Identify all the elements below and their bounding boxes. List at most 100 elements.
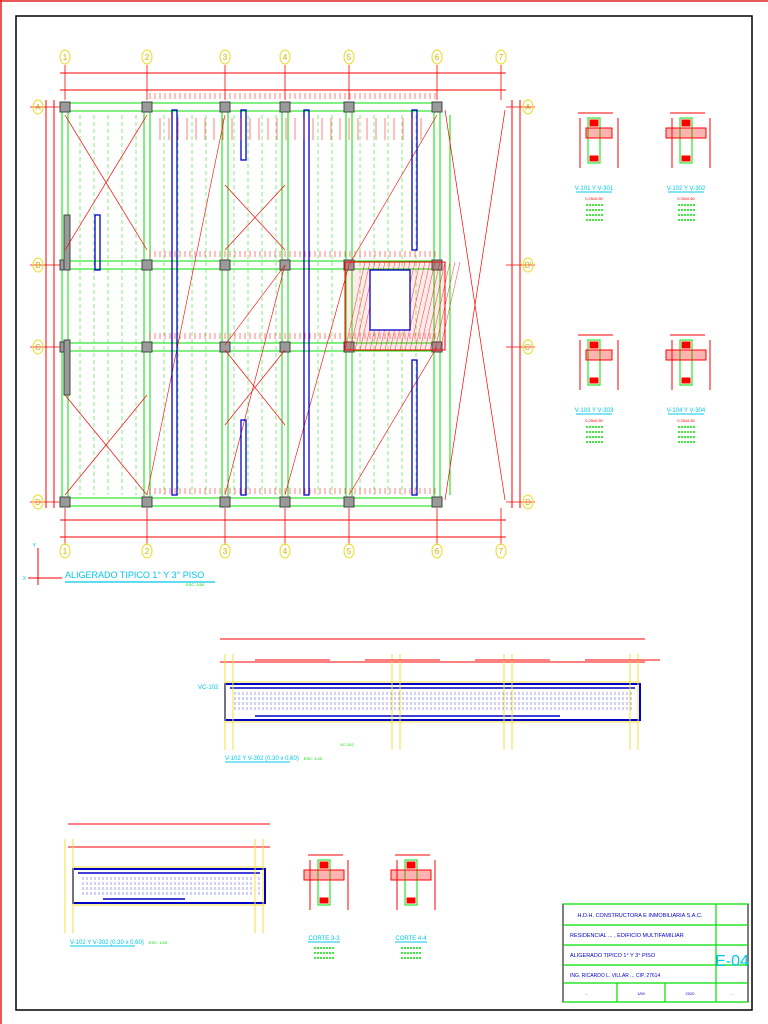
hatch-line xyxy=(404,261,426,351)
section-size: 0.30x0.60 xyxy=(677,196,695,201)
slab-diagonal xyxy=(224,264,286,346)
grid-bubble xyxy=(279,543,291,559)
column xyxy=(59,496,71,508)
grid-label-column: 7 xyxy=(499,53,504,62)
column xyxy=(279,101,291,113)
grid-label-column: 3 xyxy=(223,53,228,62)
beam-elevation xyxy=(72,868,266,904)
grid-label-column: 5 xyxy=(347,53,352,62)
drawing-frame xyxy=(15,15,753,1011)
grid-label-column: 5 xyxy=(347,547,352,556)
grid-bubble xyxy=(219,49,231,65)
column xyxy=(59,101,71,113)
grid-bubble xyxy=(522,339,534,355)
sheet-code: ... xyxy=(730,991,733,996)
void-diagonal xyxy=(444,109,506,501)
elevation-scale: ESC. 1/25 xyxy=(304,756,323,761)
sheet-title: ALIGERADO TIPICO 1° Y 3° PISO xyxy=(570,953,656,959)
grid-bubble xyxy=(431,49,443,65)
reinforcement-bar xyxy=(240,109,247,161)
grid-label-row: C xyxy=(35,343,41,352)
slab-diagonal xyxy=(224,264,286,496)
bottom-rebar xyxy=(589,377,599,384)
bottom-rebar xyxy=(319,897,329,904)
column xyxy=(219,341,231,353)
project-name: RESIDENCIAL ... , EDIFICIO MULTIFAMILIAR xyxy=(570,933,684,939)
elevation-title: V-102 Y V-302 (0.30 x 0.60) xyxy=(70,940,144,946)
beam-section-2: V-102 Y V-302 0.30x0.60 xyxy=(665,112,711,221)
column xyxy=(343,101,355,113)
reference-beam: VC-102 xyxy=(198,685,219,691)
axis-x-label: X xyxy=(23,576,27,582)
engineer-name: ING. RICARDO L. VILLAR ... CIP. 27614 xyxy=(570,973,660,979)
void-diagonal xyxy=(64,114,148,251)
grid-bubble xyxy=(495,49,507,65)
reinforcement-bar xyxy=(171,109,178,496)
slab-diagonal xyxy=(146,114,226,496)
slab-diagonal xyxy=(348,346,438,496)
grid-bubble xyxy=(59,543,71,559)
beam-section xyxy=(587,117,601,164)
company-name: H.D.H. CONSTRUCTORA E INMOBILIARIA S.A.C… xyxy=(578,913,703,919)
top-rebar xyxy=(589,119,599,127)
grid-bubble xyxy=(343,543,355,559)
column xyxy=(219,101,231,113)
elevator-opening xyxy=(369,269,411,331)
grid-bubble xyxy=(522,257,534,273)
grid-label-row: D xyxy=(525,498,531,507)
top-rebar xyxy=(319,861,329,869)
bottom-rebar xyxy=(681,377,691,384)
column xyxy=(431,496,443,508)
grid-label-column: 6 xyxy=(435,53,440,62)
section-title: V-102 Y V-302 xyxy=(667,186,706,192)
section-title: V-103 Y V-303 xyxy=(575,408,614,414)
elevation-title: V-102 Y V-302 (0.30 x 0.60) xyxy=(225,756,299,762)
grid-bubble xyxy=(32,99,44,115)
grid-label-column: 2 xyxy=(145,547,150,556)
elevation-scale: ESC. 1/25 xyxy=(149,940,168,945)
grid-bubble xyxy=(32,494,44,510)
slab-section xyxy=(303,869,345,881)
grid-bubble xyxy=(495,543,507,559)
grid-label-column: 4 xyxy=(283,53,288,62)
grid-bubble xyxy=(141,49,153,65)
reinforcement-bar xyxy=(411,109,418,251)
hatch-line xyxy=(429,261,451,351)
grid-label-row: A xyxy=(525,103,531,112)
slab-section xyxy=(585,349,613,361)
title-block: H.D.H. CONSTRUCTORA E INMOBILIARIA S.A.C… xyxy=(562,903,749,1003)
column xyxy=(141,259,153,271)
column xyxy=(343,341,355,353)
slab-section xyxy=(665,127,707,139)
grid-bubble xyxy=(141,543,153,559)
grid-bubble xyxy=(343,49,355,65)
column xyxy=(431,101,443,113)
shear-wall xyxy=(63,339,71,396)
scale-value: 1/50 xyxy=(637,991,646,996)
grid-label-column: 1 xyxy=(63,53,68,62)
slab-section xyxy=(390,869,432,881)
column xyxy=(279,341,291,353)
shear-wall xyxy=(63,214,71,271)
slab-section xyxy=(585,127,613,139)
section-size: 0.25x0.50 xyxy=(677,418,695,423)
top-rebar xyxy=(681,341,691,349)
reinforcement-bar xyxy=(411,359,418,496)
grid-label-column: 1 xyxy=(63,547,68,556)
grid-label-column: 6 xyxy=(435,547,440,556)
hatch-line xyxy=(419,261,441,351)
hatch-line xyxy=(439,261,461,351)
plan-scale: ESC. 1/50 xyxy=(186,582,205,587)
grid-bubble xyxy=(522,99,534,115)
column xyxy=(343,496,355,508)
slab-diagonal xyxy=(284,264,350,496)
hatch-line xyxy=(414,261,436,351)
section-size: 0.25x0.50 xyxy=(585,418,603,423)
top-rebar xyxy=(406,861,416,869)
void-diagonal xyxy=(64,394,148,496)
grid-label-column: 4 xyxy=(283,547,288,556)
